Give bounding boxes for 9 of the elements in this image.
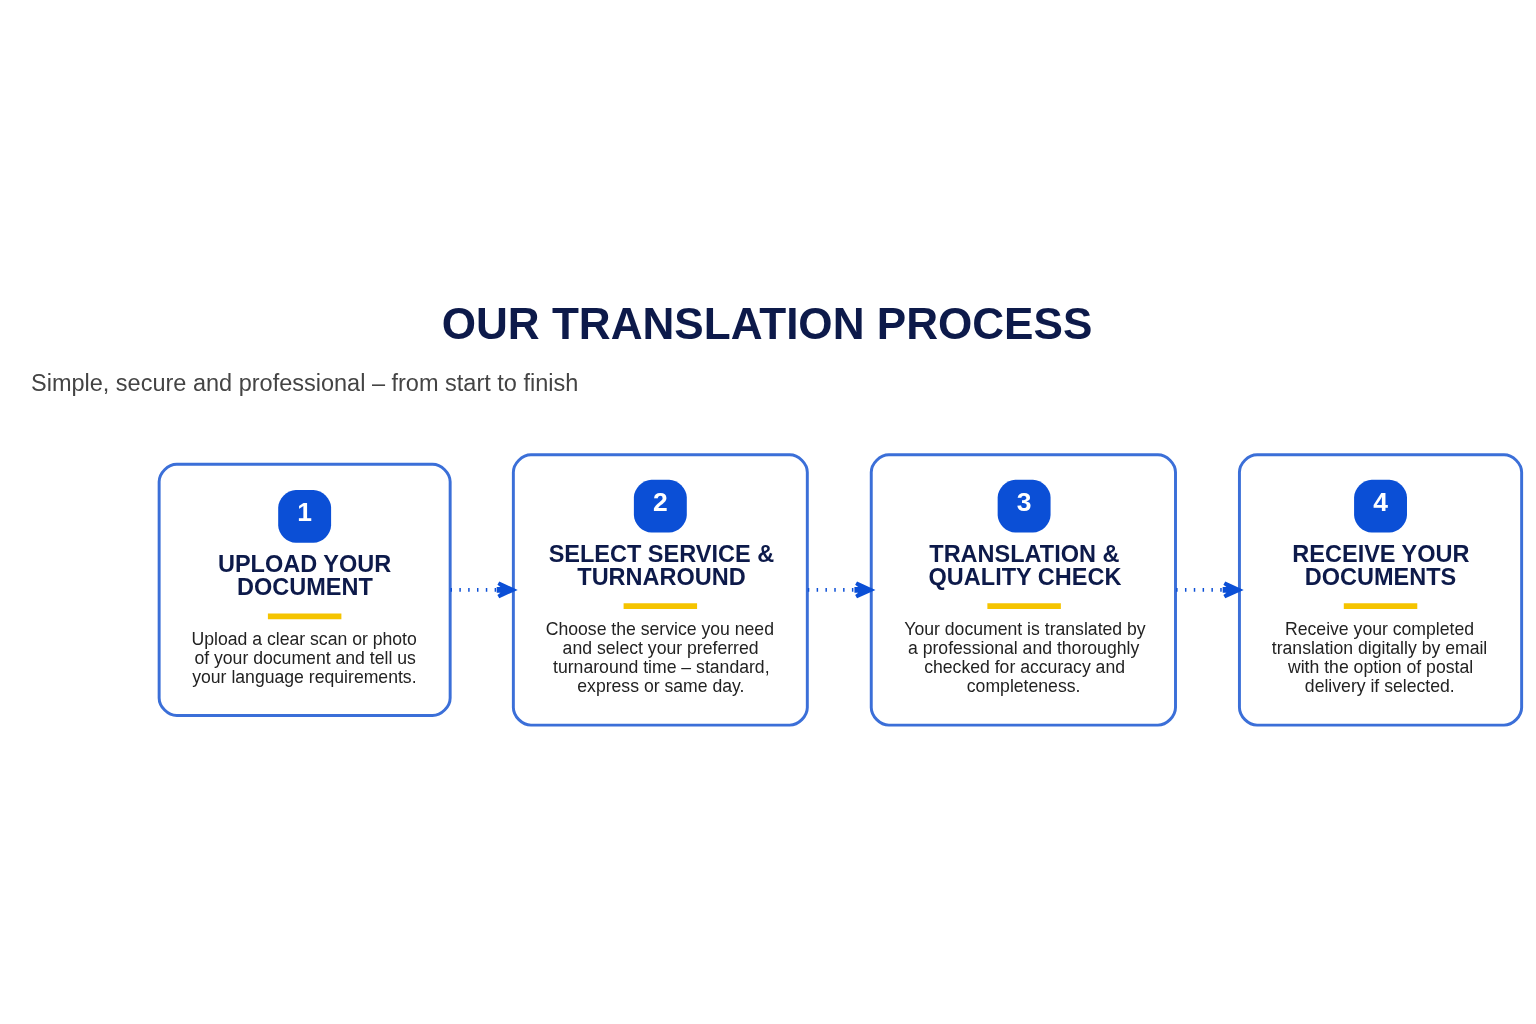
node-box: 4 RECEIVE YOUR DOCUMENTS Receive your completed translation digitally by email with the option of postal delivery if selected. [1237, 453, 1524, 727]
node-box: 1 UPLOAD YOUR DOCUMENT Upload a clear scan or photo of your document and tell us your language requirements. [157, 462, 452, 718]
arrow [450, 581, 516, 599]
node-box: 2 SELECT SERVICE & TURNAROUND Choose the service you need and select your preferred turnaround time – standard, express or same day. [511, 453, 809, 727]
arrow [1176, 581, 1242, 599]
label: Simple, secure and professional – from start to finish [31, 370, 579, 397]
node-box: 3 TRANSLATION & QUALITY CHECK Your document is translated by a professional and thoroughly checked for accuracy and completeness. [869, 453, 1177, 727]
arrow [807, 581, 873, 599]
diagram-title: OUR TRANSLATION PROCESS [441, 298, 1093, 348]
